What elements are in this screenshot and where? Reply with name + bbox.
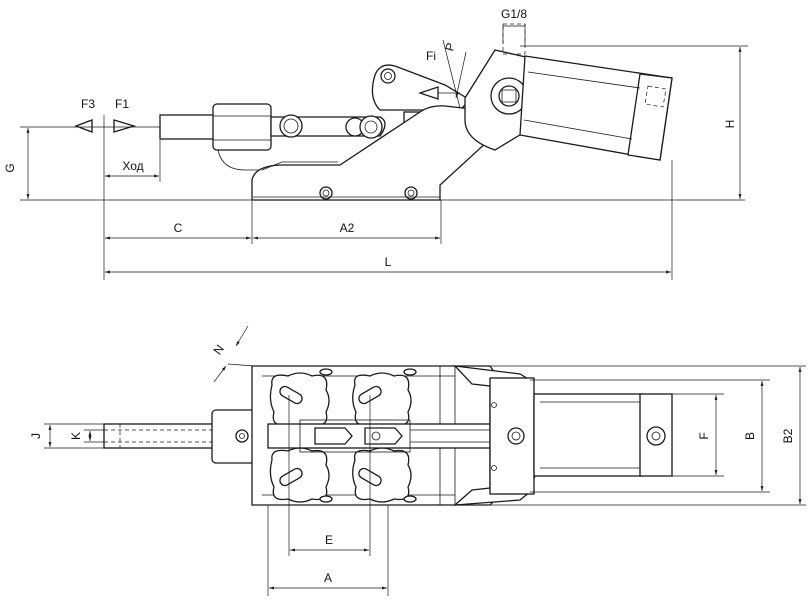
- dim-g18: G1/8: [501, 7, 527, 44]
- air-port: [502, 23, 526, 55]
- top-view: N J K E A: [29, 325, 806, 596]
- top-plunger-rod: [103, 423, 215, 449]
- dim-g: G: [3, 126, 160, 199]
- label-a2: A2: [340, 221, 355, 235]
- label-p: P: [442, 41, 458, 52]
- f3-arrow-icon: [74, 119, 93, 133]
- side-view: G Ход F3 F1 Fi P G1/8 H: [3, 7, 748, 280]
- cylinder-end-cap: [464, 23, 531, 151]
- housing-hole: [235, 429, 249, 443]
- label-e: E: [325, 533, 333, 547]
- dim-b: B: [530, 379, 770, 493]
- pneumatic-cylinder: [519, 55, 673, 161]
- dim-n: N: [211, 325, 255, 383]
- dim-j-k: J K: [29, 423, 104, 449]
- force-arrows: [74, 86, 460, 133]
- label-h: H: [723, 120, 737, 129]
- label-c: C: [174, 221, 183, 235]
- slot-1: [279, 385, 303, 405]
- label-fi: Fi: [426, 49, 436, 63]
- mount-hole-1: [319, 186, 333, 200]
- cylinder-end-hole: [646, 426, 666, 446]
- label-f1: F1: [115, 97, 129, 111]
- link-arm: [270, 114, 386, 139]
- label-k: K: [69, 432, 83, 440]
- dim-l: L: [105, 160, 673, 280]
- dim-a: A: [267, 505, 389, 596]
- label-f3: F3: [81, 97, 95, 111]
- dim-h: H: [520, 45, 748, 199]
- plunger-rod: [159, 114, 216, 140]
- label-b2: B2: [781, 428, 795, 443]
- dim-b2: B2: [490, 365, 806, 506]
- top-cylinder: [533, 393, 673, 477]
- label-g: G: [3, 163, 17, 172]
- mount-pad-top-right: [352, 372, 412, 428]
- label-f: F: [697, 432, 711, 439]
- dim-p: P: [442, 39, 467, 109]
- plunger-housing: [212, 103, 290, 171]
- top-linkage: [267, 419, 499, 453]
- label-g18: G1/8: [501, 7, 527, 21]
- f1-arrow-icon: [113, 119, 137, 133]
- label-n: N: [211, 342, 227, 357]
- clamp-body: [251, 105, 501, 201]
- clevis-pin-hole: [507, 427, 525, 445]
- label-stroke: Ход: [122, 159, 143, 173]
- slot-3: [279, 467, 303, 487]
- dim-stroke: Ход: [103, 115, 161, 280]
- dim-f: F: [672, 393, 724, 477]
- mount-hole-2: [404, 186, 418, 200]
- label-b: B: [743, 432, 757, 440]
- label-a: A: [324, 571, 332, 585]
- pivot-pin-3: [359, 115, 383, 139]
- dim-c-a2: C A2: [105, 200, 442, 244]
- label-l: L: [385, 255, 392, 269]
- pivot-pin-1: [279, 114, 303, 138]
- label-j: J: [29, 433, 43, 439]
- dim-e: E: [288, 395, 371, 556]
